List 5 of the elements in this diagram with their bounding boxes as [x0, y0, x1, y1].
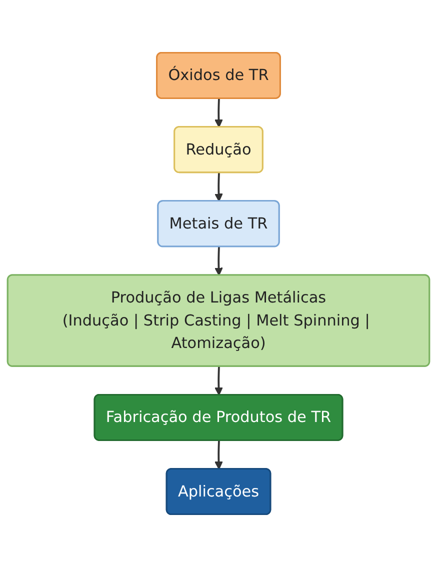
arrow [214, 440, 223, 470]
arrow [214, 246, 223, 276]
arrow [214, 98, 223, 128]
arrow [214, 172, 223, 202]
arrow [214, 366, 223, 396]
